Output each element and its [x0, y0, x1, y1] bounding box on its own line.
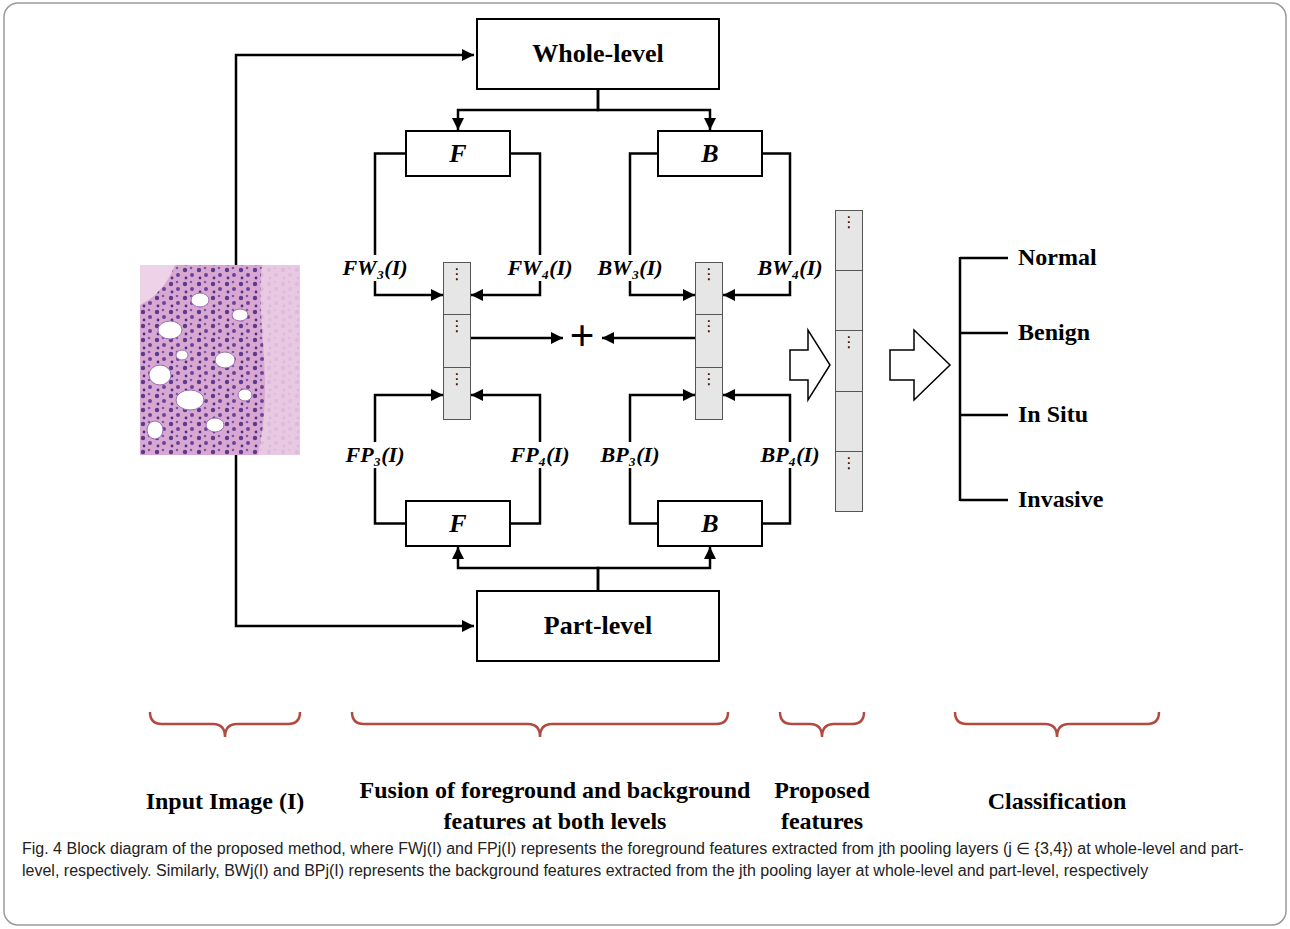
- operator-box: B: [657, 500, 763, 547]
- class-tree: [960, 257, 1008, 501]
- feature-vector: ⋮ ⋮ ⋮: [695, 262, 723, 420]
- operator-box: B: [657, 130, 763, 177]
- tree-branch: [960, 414, 1008, 417]
- vector-dots: ⋮: [450, 267, 465, 282]
- tree-branch: [960, 332, 1008, 335]
- section-label: Fusion of foreground and background feat…: [345, 775, 765, 837]
- connector: [458, 90, 598, 130]
- tree-branch: [960, 499, 1008, 502]
- vector-cell: ⋮: [696, 315, 722, 367]
- edge-label: BW₃(I): [595, 255, 664, 281]
- vector-dots: ⋮: [450, 319, 465, 334]
- brace: [150, 712, 300, 737]
- operator-symbol: +: [569, 314, 594, 358]
- class-label: In Situ: [1018, 399, 1088, 430]
- vector-cell: ⋮: [444, 368, 470, 419]
- vector-dots: ⋮: [450, 372, 465, 387]
- edge-label: FP₄(I): [509, 442, 572, 468]
- operator-box: F: [405, 130, 511, 177]
- connector: [458, 547, 598, 590]
- vector-cell: ⋮: [696, 368, 722, 419]
- edge-label: BW₄(I): [755, 255, 824, 281]
- vector-cell: ⋮: [836, 452, 862, 511]
- edge-label: FW₃(I): [340, 255, 409, 281]
- lumen: [215, 352, 235, 368]
- figure-caption: Fig. 4 Block diagram of the proposed met…: [22, 838, 1268, 883]
- fusion-wire: [471, 337, 563, 340]
- class-label: Normal: [1018, 242, 1097, 273]
- section-label: Input Image (I): [95, 786, 355, 817]
- vector-cell: ⋮: [444, 263, 470, 315]
- vector-cell: ⋮: [836, 331, 862, 391]
- edge-label: BP₃(I): [599, 442, 662, 468]
- fusion-wire: [602, 337, 695, 340]
- box-label: B: [701, 139, 718, 169]
- hollow-arrow: [890, 330, 950, 400]
- process-box: Whole-level: [476, 18, 720, 90]
- vector-dots: ⋮: [702, 319, 717, 334]
- histology-image: [140, 265, 300, 455]
- box-label: Part-level: [544, 611, 652, 641]
- tree-trunk: [959, 257, 962, 501]
- feature-vector: ⋮ ⋮ ⋮: [835, 210, 863, 512]
- tree-branch: [960, 257, 1008, 260]
- brace: [352, 712, 728, 737]
- brace: [780, 712, 864, 737]
- connector: [598, 547, 710, 590]
- box-label: Whole-level: [532, 39, 663, 69]
- class-label: Benign: [1018, 317, 1090, 348]
- edge-label: BP₄(I): [759, 442, 822, 468]
- vector-dots: ⋮: [842, 335, 857, 350]
- edge-label: FW₄(I): [505, 255, 574, 281]
- lumen: [149, 365, 171, 385]
- section-label: Classification: [947, 786, 1167, 817]
- tissue: [140, 265, 300, 455]
- figure-frame: [4, 3, 1286, 925]
- lumen: [147, 421, 163, 439]
- connectors: [375, 90, 790, 590]
- box-label: F: [449, 509, 466, 539]
- operator-box: F: [405, 500, 511, 547]
- lumen: [238, 389, 252, 401]
- hollow-arrow: [790, 330, 830, 400]
- lumen: [176, 350, 188, 360]
- process-box: Part-level: [476, 590, 720, 662]
- lumen: [206, 418, 224, 432]
- edge-label: FP₃(I): [344, 442, 407, 468]
- vector-dots: ⋮: [702, 267, 717, 282]
- lumen: [158, 321, 182, 339]
- feature-vector: ⋮ ⋮ ⋮: [443, 262, 471, 420]
- lumen: [176, 390, 204, 410]
- box-label: F: [449, 139, 466, 169]
- section-label: Proposed features: [747, 775, 897, 837]
- box-label: B: [701, 509, 718, 539]
- brace: [955, 712, 1159, 737]
- connector: [598, 90, 710, 130]
- vector-cell: ⋮: [696, 263, 722, 315]
- stroma: [258, 265, 300, 455]
- vector-cell: [836, 271, 862, 331]
- lumen: [232, 309, 248, 321]
- vector-dots: ⋮: [842, 456, 857, 471]
- braces: [150, 712, 1159, 737]
- class-label: Invasive: [1018, 484, 1103, 515]
- lumen: [191, 293, 209, 307]
- stroma: [140, 265, 175, 305]
- vector-cell: ⋮: [836, 211, 862, 271]
- vector-dots: ⋮: [702, 372, 717, 387]
- vector-cell: [836, 392, 862, 452]
- vector-cell: ⋮: [444, 315, 470, 367]
- vector-dots: ⋮: [842, 215, 857, 230]
